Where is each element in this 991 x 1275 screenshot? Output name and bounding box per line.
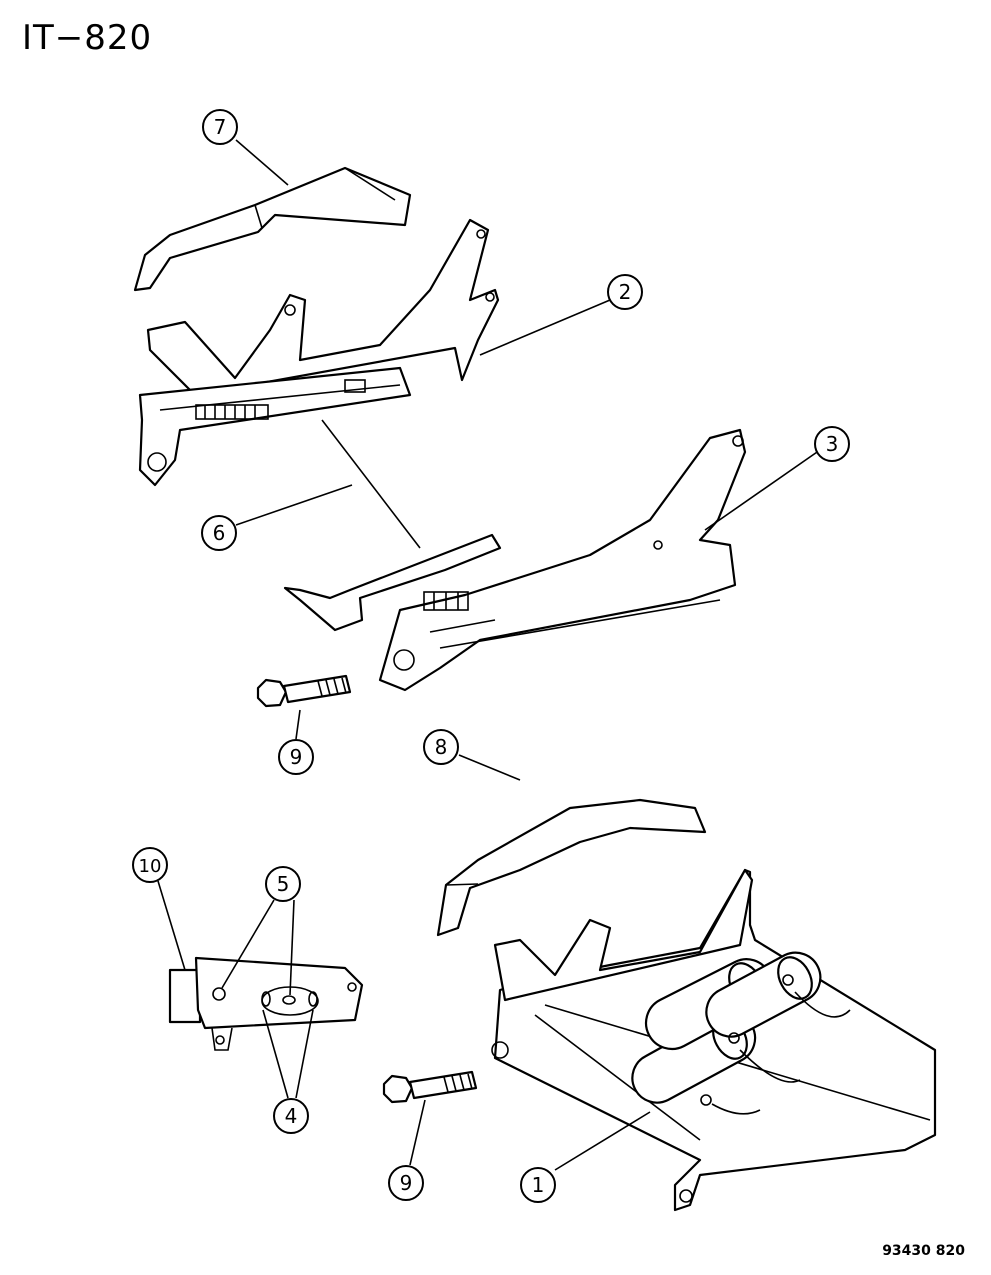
callout-2-label: 2: [619, 280, 632, 304]
callout-6: 6: [201, 515, 237, 551]
bolt-upper: [256, 674, 352, 708]
callout-8-label: 8: [435, 735, 448, 759]
callout-9-upper: 9: [278, 739, 314, 775]
callout-4-label: 4: [285, 1104, 298, 1128]
callout-2: 2: [607, 274, 643, 310]
callout-9-lower: 9: [388, 1165, 424, 1201]
callout-10-label: 10: [139, 856, 162, 877]
callout-7: 7: [202, 109, 238, 145]
callout-8: 8: [423, 729, 459, 765]
callout-9-upper-label: 9: [290, 745, 303, 769]
callout-9-lower-label: 9: [400, 1171, 413, 1195]
callout-10: 10: [132, 847, 168, 883]
seat-track-upper: [138, 218, 500, 487]
callout-1-label: 1: [532, 1173, 545, 1197]
release-lever: [283, 419, 502, 632]
callout-3-label: 3: [826, 432, 839, 456]
callout-3: 3: [814, 426, 850, 462]
callout-5-label: 5: [277, 872, 290, 896]
callout-4: 4: [273, 1098, 309, 1134]
power-seat-track: [491, 868, 937, 1212]
seat-switch: [168, 956, 364, 1051]
callout-1: 1: [520, 1167, 556, 1203]
bolt-lower: [382, 1070, 478, 1104]
trim-cover-lower: [436, 798, 707, 937]
callout-6-label: 6: [213, 521, 226, 545]
page-id: IT−820: [22, 18, 153, 58]
trim-cover-upper: [133, 166, 412, 292]
callout-7-label: 7: [214, 115, 227, 139]
drawing-code: 93430 820: [882, 1243, 965, 1259]
callout-5: 5: [265, 866, 301, 902]
leader-lines: [157, 139, 821, 1171]
